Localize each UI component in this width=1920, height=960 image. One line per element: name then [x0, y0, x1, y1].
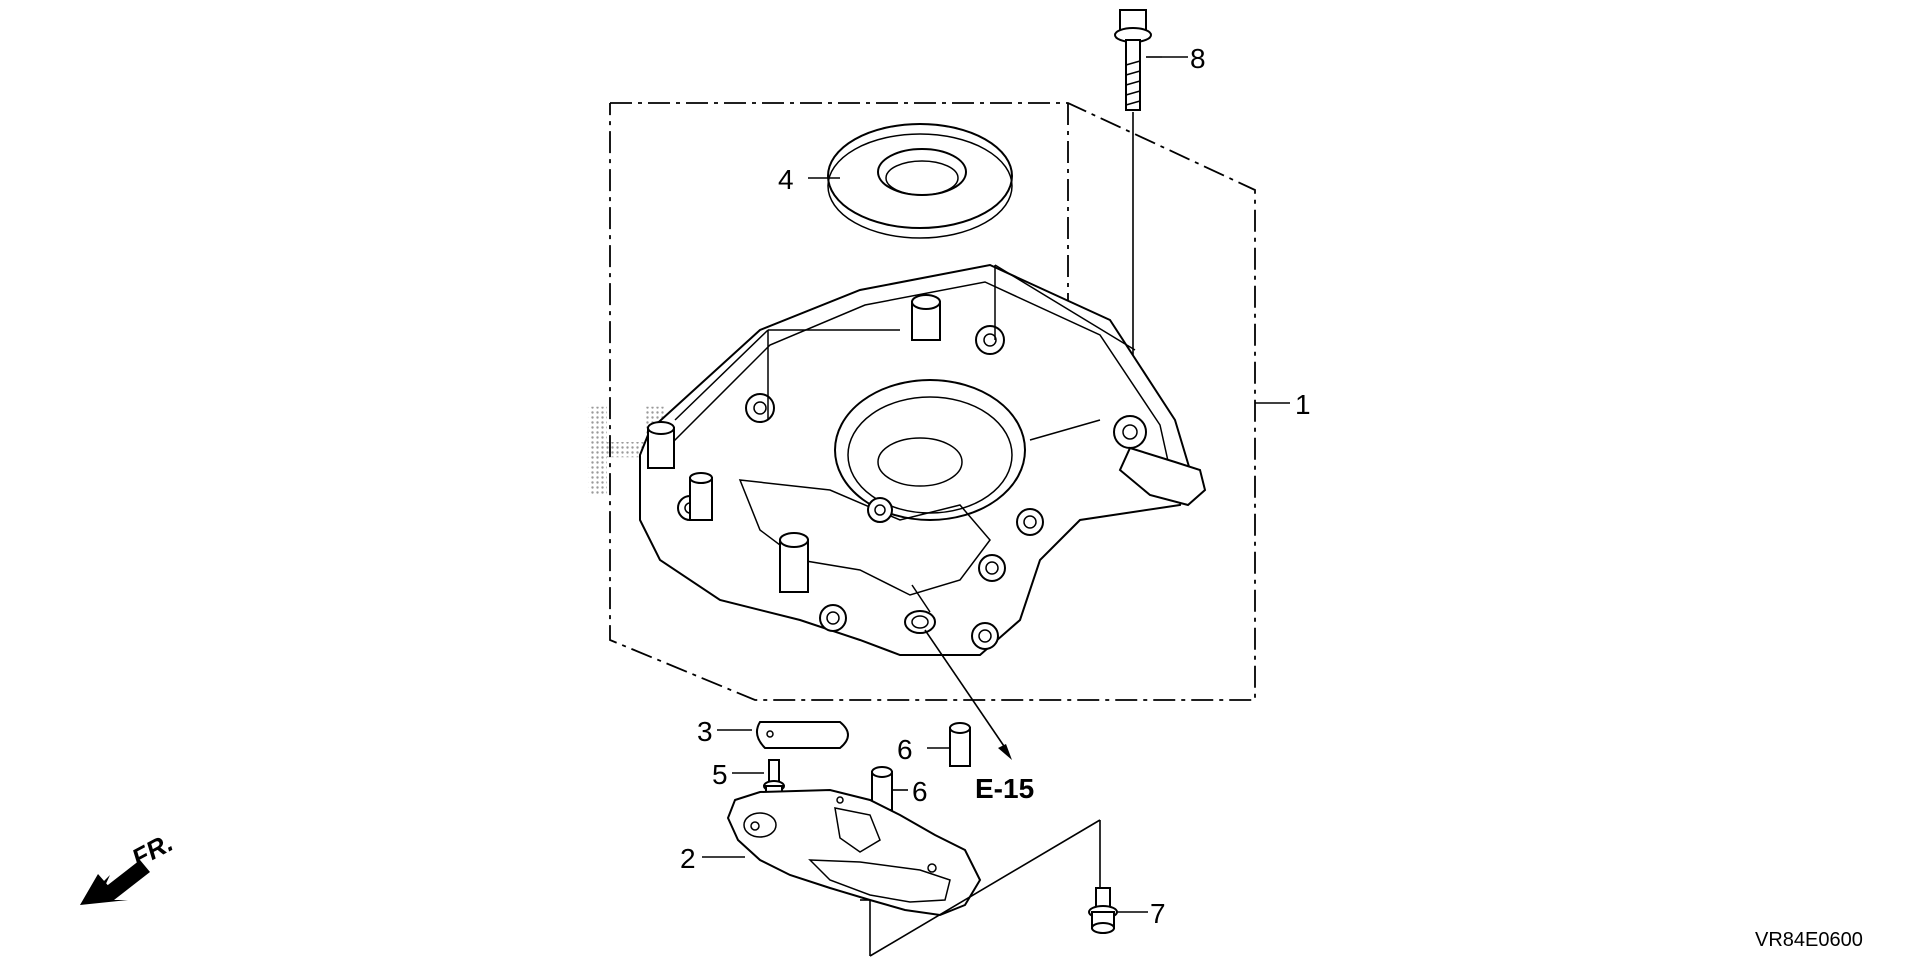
callout-3: 3: [697, 716, 713, 747]
dowel-pin-upper-part[interactable]: [949, 722, 971, 767]
callout-5: 5: [712, 759, 728, 790]
oil-seal-part[interactable]: [827, 123, 1013, 239]
breather-plate-part[interactable]: [726, 788, 982, 917]
front-direction-arrow: [80, 860, 150, 905]
callout-8: 8: [1190, 43, 1206, 74]
dowel-pin-lower-part[interactable]: [871, 766, 893, 811]
reference-arrow: [924, 629, 1012, 760]
callout-2: 2: [680, 843, 696, 874]
diagram-code: VR84E0600: [1755, 929, 1863, 951]
crankcase-cover-part[interactable]: [639, 263, 1207, 656]
flange-bolt-small-part[interactable]: [1088, 887, 1118, 934]
reference-label[interactable]: E-15: [975, 773, 1034, 804]
callout-leaders: [702, 56, 1290, 913]
callout-7: 7: [1150, 898, 1166, 929]
callout-1: 1: [1295, 389, 1311, 420]
callout-6-lower: 6: [912, 776, 928, 807]
assembly-boundary: [609, 102, 1256, 701]
callout-4: 4: [778, 164, 794, 195]
small-bolt-part[interactable]: [763, 759, 785, 796]
plate-group-lines: [860, 819, 1101, 957]
gasket-part[interactable]: [755, 721, 849, 749]
callout-6-upper: 6: [897, 734, 913, 765]
